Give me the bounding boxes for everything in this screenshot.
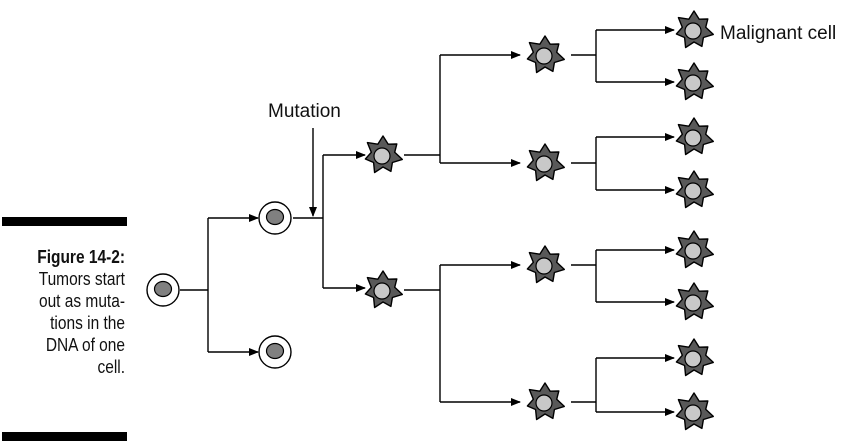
mutation-label: Mutation — [268, 101, 341, 122]
mutated-cell — [526, 382, 565, 421]
malignant-cell — [675, 10, 714, 49]
malignant-cell-label: Malignant cell — [720, 23, 836, 44]
caption-line: cell. — [97, 357, 125, 377]
caption-line: tions in the — [50, 313, 125, 333]
mutated-cell — [364, 135, 403, 174]
caption-line: Tumors start — [38, 269, 126, 289]
malignant-cell — [675, 62, 714, 101]
malignant-cell — [675, 282, 714, 321]
nucleus — [535, 155, 553, 173]
malignant-cell — [675, 392, 714, 431]
malignant-cell — [675, 230, 714, 269]
normal-cell-original — [146, 273, 180, 307]
nucleus — [535, 394, 553, 412]
normal-cell — [258, 201, 292, 235]
nucleus — [265, 208, 285, 226]
connector-lines — [180, 26, 675, 416]
caption-line: out as muta- — [38, 291, 125, 311]
nucleus — [684, 242, 702, 260]
nucleus — [373, 282, 391, 300]
caption-bar-bottom — [2, 432, 127, 441]
mutated-cell — [526, 143, 565, 182]
malignant-cell — [675, 117, 714, 156]
mutated-cell — [526, 35, 565, 74]
nucleus — [684, 404, 702, 422]
nucleus — [684, 129, 702, 147]
nucleus — [535, 257, 553, 275]
nucleus — [535, 47, 553, 65]
nucleus — [684, 22, 702, 40]
cells — [146, 10, 714, 431]
mutated-cell — [526, 245, 565, 284]
normal-cell — [258, 335, 292, 369]
malignant-cell — [675, 170, 714, 209]
nucleus — [684, 74, 702, 92]
malignant-cell — [675, 338, 714, 377]
mutated-cell — [364, 270, 403, 309]
caption-bar-top — [2, 217, 127, 226]
nucleus — [373, 147, 391, 165]
figure-caption: Figure 14-2: Tumors start out as muta- t… — [18, 246, 126, 378]
nucleus — [153, 280, 173, 298]
nucleus — [265, 342, 285, 360]
caption-line: DNA of one — [45, 335, 125, 355]
nucleus — [684, 182, 702, 200]
nucleus — [684, 294, 702, 312]
nucleus — [684, 350, 702, 368]
figure-number: Figure 14-2: — [37, 247, 125, 267]
